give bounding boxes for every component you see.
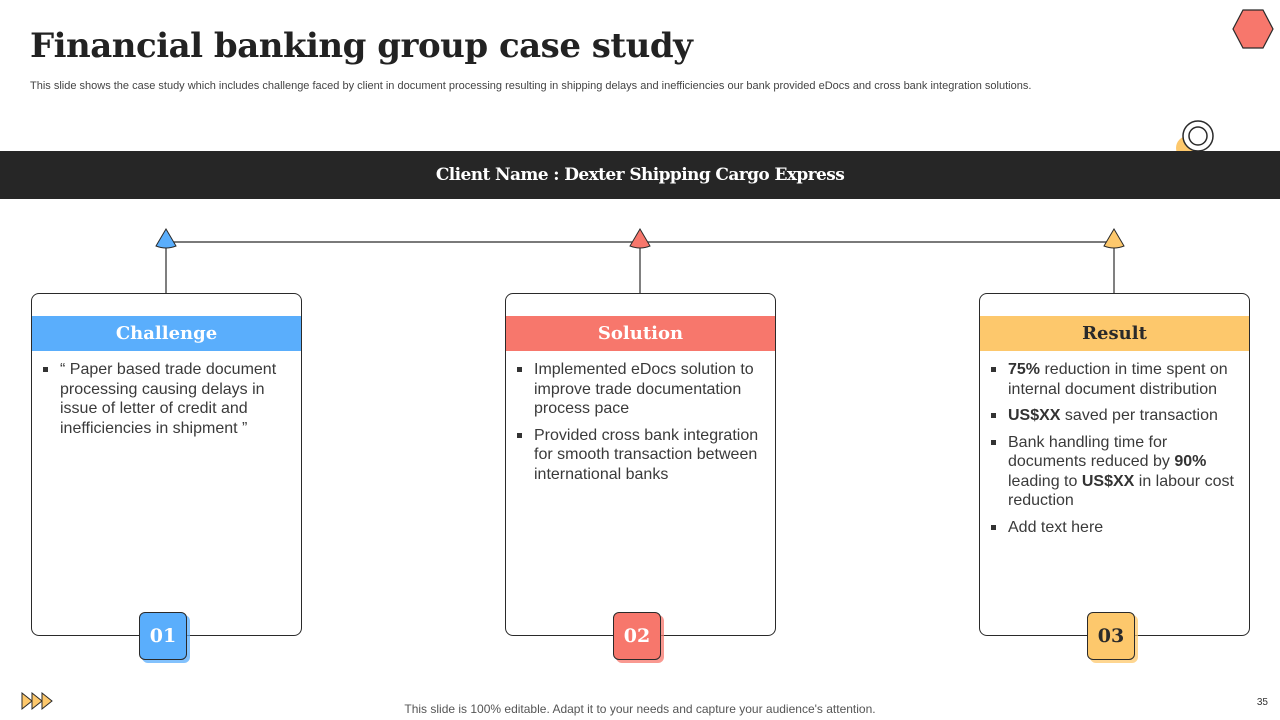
client-name-label: Client Name : Dexter Shipping Cargo Expr… — [435, 165, 845, 185]
triangle-marker-icon — [155, 228, 177, 249]
step-number: 02 — [613, 612, 661, 660]
card-header: Challenge — [32, 316, 301, 351]
bullet-item: Implemented eDocs solution to improve tr… — [517, 360, 761, 419]
bullet-item: Provided cross bank integration for smoo… — [517, 426, 761, 485]
result-card: Result 75% reduction in time spent on in… — [979, 293, 1250, 636]
page-number: 35 — [1256, 697, 1268, 708]
triangle-marker-icon — [1103, 228, 1125, 249]
card-bullet-list: Implemented eDocs solution to improve tr… — [516, 360, 761, 491]
page-title: Financial banking group case study — [30, 26, 693, 66]
hexagon-icon — [1232, 9, 1274, 49]
card-header: Solution — [506, 316, 775, 351]
client-banner: Client Name : Dexter Shipping Cargo Expr… — [0, 151, 1280, 199]
footer-note: This slide is 100% editable. Adapt it to… — [404, 702, 876, 716]
timeline-connector — [155, 228, 1125, 293]
step-number: 01 — [139, 612, 187, 660]
solution-card: Solution Implemented eDocs solution to i… — [505, 293, 776, 636]
step-number: 03 — [1087, 612, 1135, 660]
step-badge: 03 — [1087, 612, 1139, 666]
card-bullet-list: 75% reduction in time spent on internal … — [990, 360, 1235, 544]
card-bullet-list: “ Paper based trade document processing … — [42, 360, 287, 445]
bullet-item: “ Paper based trade document processing … — [43, 360, 287, 438]
bullet-item: US$XX saved per transaction — [991, 406, 1235, 426]
step-badge: 02 — [613, 612, 665, 666]
card-header: Result — [980, 316, 1249, 351]
challenge-card: Challenge “ Paper based trade document p… — [31, 293, 302, 636]
fast-forward-icon[interactable] — [20, 690, 56, 712]
triangle-marker-icon — [629, 228, 651, 249]
bullet-item: 75% reduction in time spent on internal … — [991, 360, 1235, 399]
page-subtitle: This slide shows the case study which in… — [30, 80, 1032, 92]
bullet-item: Add text here — [991, 518, 1235, 538]
step-badge: 01 — [139, 612, 191, 666]
bullet-item: Bank handling time for documents reduced… — [991, 433, 1234, 509]
